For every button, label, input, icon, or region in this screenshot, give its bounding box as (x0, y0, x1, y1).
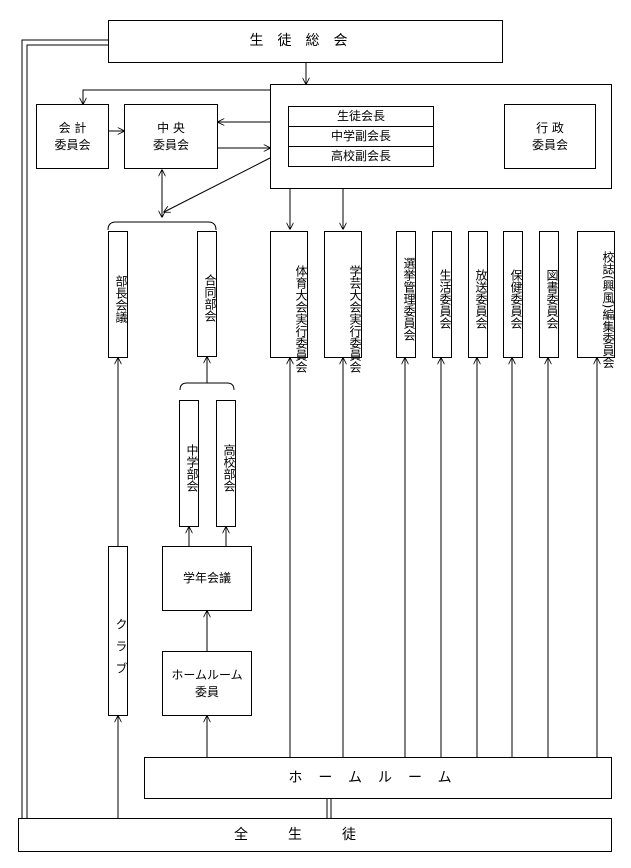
broadcast-committee-label: 放送委員会 (474, 268, 488, 329)
accounting-committee-box: 会 計 委員会 (36, 104, 109, 169)
broadcast-committee-box: 放送委員会 (468, 231, 488, 358)
magazine-committee-label: 校誌(興風)編集委員会 (601, 250, 615, 368)
club-box: クラブ (108, 546, 128, 716)
high-school-council-box: 高校部会 (216, 400, 236, 527)
club-label: クラブ (114, 618, 128, 684)
health-committee-box: 保健委員会 (503, 231, 523, 358)
library-committee-label: 図書委員会 (545, 268, 559, 329)
joint-council-label: 合同部会 (203, 274, 217, 322)
president-row: 生徒会長 (289, 107, 433, 127)
club-leaders-council-box: 部長会議 (108, 231, 128, 358)
all-students-label: 全生徒 (234, 826, 396, 843)
club-leaders-council-label: 部長会議 (114, 274, 128, 323)
general-assembly-box: 生徒総会 (108, 20, 503, 63)
election-committee-label: 選挙管理委員会 (402, 256, 416, 341)
junior-high-council-label: 中学部会 (185, 443, 199, 492)
library-committee-box: 図書委員会 (539, 231, 559, 358)
grade-council-box: 学年会議 (162, 546, 252, 611)
arts-festival-committee-label: 学芸大会実行委員会 (348, 264, 362, 373)
life-committee-box: 生活委員会 (432, 231, 452, 358)
central-committee-box: 中 央 委員会 (124, 104, 218, 169)
arts-festival-committee-box: 学芸大会実行委員会 (324, 231, 362, 373)
high-school-council-label: 高校部会 (222, 443, 236, 492)
election-committee-box: 選挙管理委員会 (396, 231, 416, 358)
joint-council-box: 合同部会 (197, 231, 217, 357)
executive-committee-box: 行 政 委員会 (504, 104, 596, 169)
homeroom-members-box: ホームルーム 委員 (162, 651, 252, 716)
general-assembly-label: 生徒総会 (249, 33, 362, 50)
homeroom-label: ホームルーム (288, 769, 468, 786)
health-committee-label: 保健委員会 (509, 268, 523, 329)
hs-vice-president-row: 高校副会長 (330, 149, 391, 163)
officers-list: 生徒会長 中学副会長 高校副会長 (288, 106, 434, 167)
magazine-committee-box: 校誌(興風)編集委員会 (577, 231, 615, 368)
sports-festival-committee-box: 体育大会実行委員会 (270, 231, 308, 373)
life-committee-label: 生活委員会 (438, 268, 452, 329)
homeroom-box: ホームルーム (144, 757, 612, 799)
junior-high-council-box: 中学部会 (179, 400, 199, 527)
all-students-box: 全生徒 (18, 818, 612, 852)
grade-council-label: 学年会議 (182, 571, 231, 586)
jh-vice-president-row: 中学副会長 (289, 127, 433, 147)
sports-festival-committee-label: 体育大会実行委員会 (294, 264, 308, 373)
